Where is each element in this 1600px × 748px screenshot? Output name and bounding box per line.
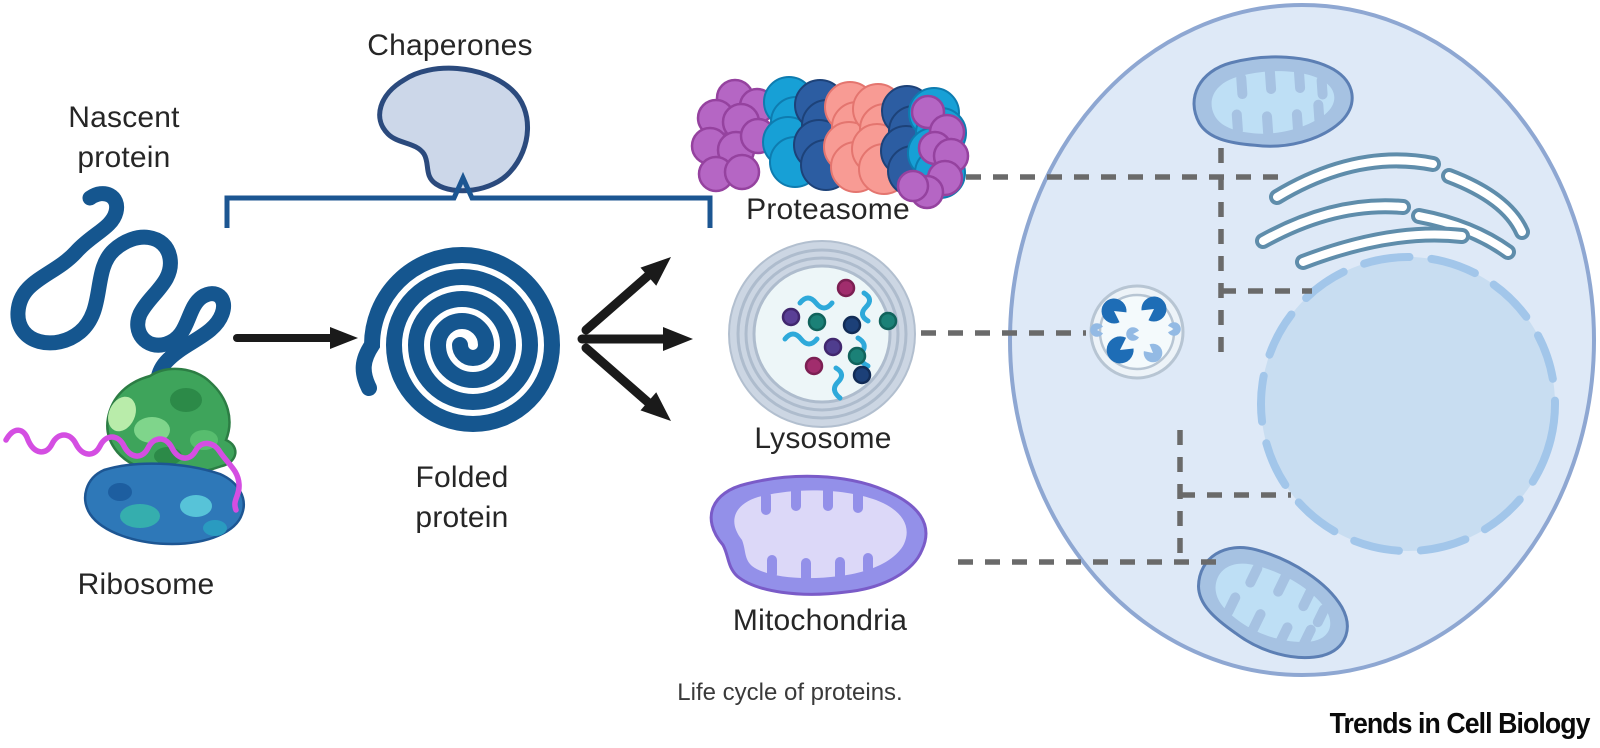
arrow-icon xyxy=(233,327,358,349)
label-lysosome: Lysosome xyxy=(754,422,892,455)
lysosome-illustration xyxy=(728,240,916,428)
label-chaperones: Chaperones xyxy=(367,29,533,62)
fan-arrows-icon xyxy=(577,257,693,421)
nascent-protein-illustration xyxy=(10,186,231,418)
cell-mitochondrion-top xyxy=(1192,55,1354,148)
dashed-connectors xyxy=(921,148,1312,565)
label-ribosome: Ribosome xyxy=(77,568,215,601)
label-mitochondria: Mitochondria xyxy=(732,604,908,637)
golgi-illustration xyxy=(1255,152,1530,270)
label-folded-protein: Folded protein xyxy=(415,461,509,534)
ribosome-illustration xyxy=(3,367,245,546)
mrna-strand xyxy=(3,427,242,513)
cell-mitochondrion-bottom xyxy=(1196,546,1349,660)
figure-caption: Life cycle of proteins. xyxy=(677,679,903,706)
journal-signature: Trends in Cell Biology xyxy=(1330,708,1591,740)
cell-illustration xyxy=(1008,3,1596,677)
label-nascent-protein: Nascent protein xyxy=(68,101,180,174)
folded-protein-illustration xyxy=(355,247,561,432)
chaperone-illustration xyxy=(377,65,530,194)
proteasome-illustration xyxy=(690,76,970,210)
mitochondria-illustration xyxy=(709,474,928,596)
vesicle-illustration xyxy=(1089,284,1185,380)
chaperone-bracket xyxy=(224,171,713,228)
nucleus-illustration xyxy=(1257,253,1559,555)
label-proteasome: Proteasome xyxy=(746,193,910,226)
